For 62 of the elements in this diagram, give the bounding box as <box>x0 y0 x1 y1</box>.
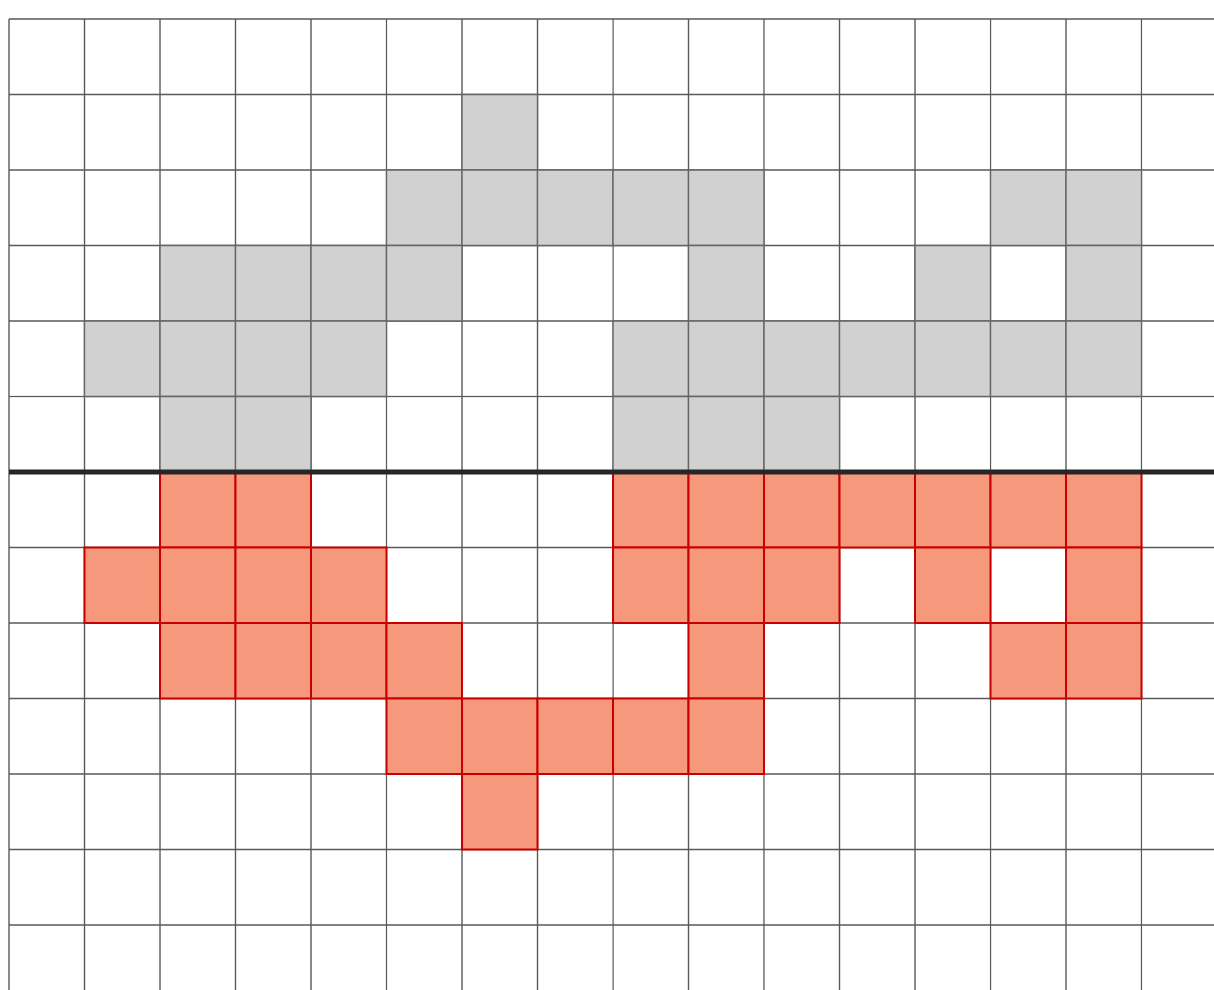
reflected-cell <box>1065 622 1143 700</box>
reflected-cell <box>385 622 463 700</box>
reflected-cell <box>310 546 388 624</box>
reflected-cell <box>234 471 312 549</box>
reflected-cell <box>536 697 614 775</box>
shaded-cell <box>687 320 765 398</box>
shaded-cell <box>461 169 539 247</box>
reflected-cell <box>159 471 237 549</box>
shaded-cell <box>1065 169 1143 247</box>
shaded-cell <box>234 320 312 398</box>
reflected-cell <box>612 697 690 775</box>
shaded-cell <box>838 320 916 398</box>
shaded-cell <box>1065 244 1143 322</box>
reflected-cell <box>234 622 312 700</box>
shaded-cell <box>687 244 765 322</box>
shaded-cell <box>234 395 312 473</box>
reflected-cell <box>1065 471 1143 549</box>
shaded-cell <box>159 395 237 473</box>
reflected-cell <box>310 622 388 700</box>
shaded-cell <box>763 395 841 473</box>
shaded-cell <box>914 320 992 398</box>
reflected-cell <box>612 546 690 624</box>
shaded-cell <box>763 320 841 398</box>
reflected-cell <box>687 622 765 700</box>
shaded-cell <box>914 244 992 322</box>
reflected-cell <box>914 546 992 624</box>
reflected-cell <box>687 697 765 775</box>
reflected-cell <box>687 546 765 624</box>
reflected-cell <box>612 471 690 549</box>
shaded-cell <box>159 244 237 322</box>
reflected-cell <box>989 471 1067 549</box>
reflected-cell <box>763 546 841 624</box>
shaded-cell <box>989 169 1067 247</box>
reflected-cell <box>83 546 161 624</box>
shaded-cell <box>159 320 237 398</box>
reflected-cell <box>1065 546 1143 624</box>
shaded-cell <box>612 169 690 247</box>
shaded-cell <box>536 169 614 247</box>
shaded-cell <box>612 320 690 398</box>
shaded-cell <box>385 244 463 322</box>
shaded-cell <box>989 320 1067 398</box>
shaded-cell <box>234 244 312 322</box>
shaded-cell <box>612 395 690 473</box>
reflected-cell <box>385 697 463 775</box>
shaded-cell <box>310 244 388 322</box>
shaded-cell <box>385 169 463 247</box>
reflected-cell <box>461 773 539 851</box>
reflected-cell <box>838 471 916 549</box>
shaded-cell <box>687 169 765 247</box>
shaded-cell <box>461 93 539 171</box>
shaded-cell <box>687 395 765 473</box>
shaded-cell <box>83 320 161 398</box>
reflected-cell <box>989 622 1067 700</box>
reflected-cell <box>159 622 237 700</box>
reflected-cell <box>763 471 841 549</box>
shaded-cell <box>310 320 388 398</box>
reflected-cell <box>914 471 992 549</box>
reflected-cell <box>461 697 539 775</box>
reflected-cell <box>687 471 765 549</box>
reflected-cell <box>234 546 312 624</box>
reflected-cell <box>159 546 237 624</box>
shaded-cell <box>1065 320 1143 398</box>
